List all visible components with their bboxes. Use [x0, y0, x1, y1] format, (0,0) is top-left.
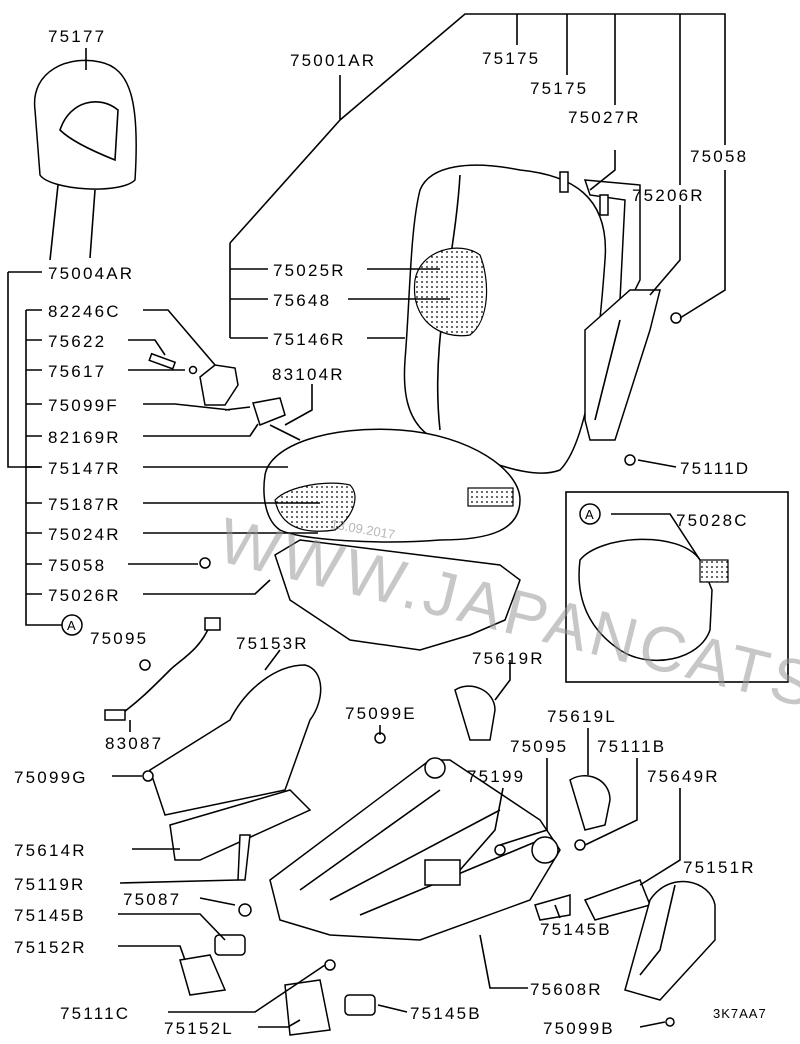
part-label[interactable]: 75177 [48, 27, 106, 46]
part-label[interactable]: 75145B [410, 1004, 482, 1023]
part-label[interactable]: 75175 [482, 49, 540, 68]
part-label[interactable]: 75028C [676, 511, 749, 530]
diagram-code: 3K7AA7 [713, 1006, 767, 1021]
part-label[interactable]: 75151R [683, 858, 756, 877]
part-label[interactable]: 75099B [543, 1019, 615, 1038]
part-label[interactable]: 75119R [14, 875, 86, 894]
part-label[interactable]: 75619R [472, 649, 545, 668]
covers-misc [142, 454, 716, 1036]
part-label[interactable]: 75175 [530, 79, 588, 98]
callout-a-marker[interactable]: A [61, 614, 83, 636]
part-label[interactable]: 75206R [632, 186, 705, 205]
part-label[interactable]: 75099F [48, 396, 119, 415]
part-label[interactable]: 83087 [105, 734, 163, 753]
part-label[interactable]: 75648 [273, 291, 331, 310]
seat-cushion [199, 428, 521, 651]
part-label[interactable]: 75147R [48, 459, 121, 478]
part-label[interactable]: 75187R [48, 495, 121, 514]
part-label[interactable]: 75111C [60, 1004, 130, 1023]
part-label[interactable]: 75649R [647, 767, 720, 786]
part-label[interactable]: 75027R [568, 108, 641, 127]
leader-lines [7, 13, 726, 1028]
part-label[interactable]: 75614R [14, 841, 87, 860]
part-label[interactable]: 75024R [48, 525, 121, 544]
callout-a-letter: A [67, 618, 77, 633]
part-label[interactable]: 82246C [48, 302, 121, 321]
part-label[interactable]: 75146R [273, 330, 346, 349]
harness [104, 617, 221, 721]
part-label[interactable]: 75001AR [290, 51, 376, 70]
part-label[interactable]: 75004AR [48, 264, 134, 283]
part-label[interactable]: 75099E [345, 704, 417, 723]
inset-callout-letter: A [585, 507, 595, 522]
part-label[interactable]: 75026R [48, 586, 121, 605]
part-label[interactable]: 75619L [547, 707, 617, 726]
part-label[interactable]: 75111B [597, 737, 666, 756]
part-label[interactable]: 75145B [14, 906, 86, 925]
part-label[interactable]: 75152R [14, 938, 87, 957]
part-label[interactable]: 75095 [510, 737, 568, 756]
inset-detail-a [565, 491, 789, 683]
side-cover-right [149, 664, 322, 861]
part-labels: 75177 75001AR 75175 75175 75027R 75058 7… [14, 27, 767, 1038]
part-label[interactable]: 75099G [14, 768, 88, 787]
part-label[interactable]: 75145B [540, 920, 612, 939]
inset-callout-a: A [579, 503, 601, 525]
part-label[interactable]: 75025R [273, 261, 346, 280]
part-label[interactable]: 75199 [467, 767, 525, 786]
part-label[interactable]: 75617 [48, 362, 106, 381]
part-label[interactable]: 75058 [690, 147, 748, 166]
part-label[interactable]: 75152L [164, 1019, 234, 1038]
seat-frame [269, 757, 561, 941]
part-label[interactable]: 83104R [272, 365, 345, 384]
part-label[interactable]: 75095 [90, 629, 148, 648]
part-label[interactable]: 75622 [48, 332, 106, 351]
part-label[interactable]: 75058 [48, 556, 106, 575]
part-label[interactable]: 75111D [680, 459, 750, 478]
headrest [33, 59, 137, 261]
part-label[interactable]: 82169R [48, 428, 121, 447]
seat-back [403, 164, 682, 474]
part-label[interactable]: 75087 [123, 890, 181, 909]
part-label[interactable]: 75608R [530, 980, 603, 999]
part-label[interactable]: 75153R [236, 634, 309, 653]
